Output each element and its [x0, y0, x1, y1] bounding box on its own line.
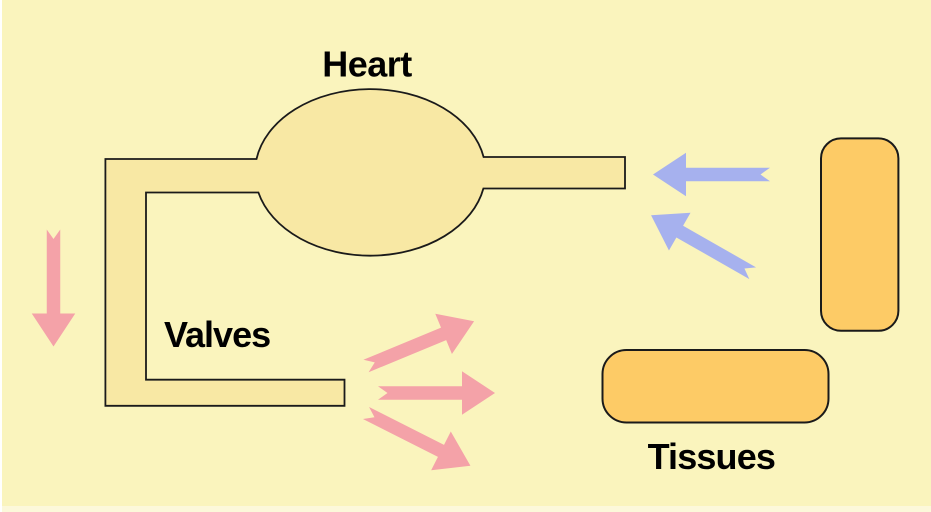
- svg-text:Heart: Heart: [322, 43, 412, 84]
- svg-text:Valves: Valves: [164, 314, 270, 355]
- svg-text:Tissues: Tissues: [648, 436, 775, 477]
